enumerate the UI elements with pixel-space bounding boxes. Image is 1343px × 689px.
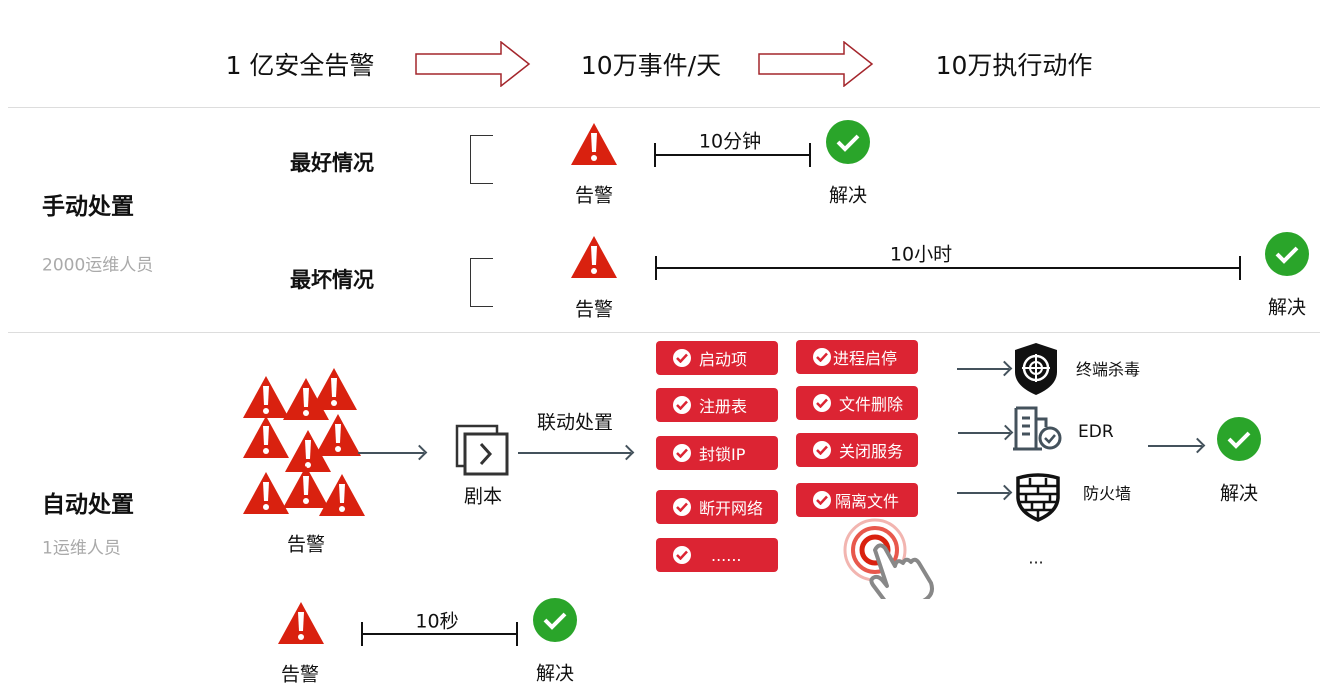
manual-staff: 2000运维人员 <box>42 255 154 276</box>
hand-click-icon <box>843 518 934 599</box>
warning-cluster <box>242 367 367 519</box>
arrow-icon <box>1148 445 1202 447</box>
check-icon <box>813 348 831 366</box>
playbook-icon <box>455 424 509 476</box>
resolved-label: 解决 <box>535 662 575 685</box>
resolved-label: 解决 <box>1267 296 1307 319</box>
check-circle-icon <box>1265 232 1309 276</box>
check-icon <box>673 498 691 516</box>
timeline <box>655 256 1241 280</box>
action-disconnect-network[interactable]: 断开网络 <box>656 490 778 524</box>
action-startup-items[interactable]: 启动项 <box>656 341 778 375</box>
resolved-label: 解决 <box>1219 482 1259 505</box>
bracket <box>470 258 493 307</box>
arrow-icon <box>957 492 1009 494</box>
check-icon <box>813 394 831 412</box>
antivirus-shield-icon <box>1015 343 1057 395</box>
alert-label: 告警 <box>574 184 614 207</box>
arrow-icon <box>358 452 424 454</box>
step-actions: 10万执行动作 <box>935 51 1093 80</box>
action-block-ip[interactable]: 封锁IP <box>656 436 778 470</box>
check-icon <box>673 396 691 414</box>
edr-server-icon <box>1013 406 1062 451</box>
action-label: 文件删除 <box>839 395 904 414</box>
action-label: ...... <box>711 545 742 565</box>
arrow-icon <box>957 368 1009 370</box>
divider <box>8 107 1320 108</box>
timeline <box>361 622 518 646</box>
check-circle-icon <box>826 120 870 164</box>
check-circle-icon <box>1217 417 1261 461</box>
more-targets: ... <box>1028 548 1044 568</box>
target-edr: EDR <box>1078 422 1114 442</box>
arrow-right-icon <box>758 41 874 87</box>
auto-title: 自动处置 <box>42 492 134 518</box>
divider <box>8 332 1320 333</box>
action-process-control[interactable]: 进程启停 <box>796 340 918 374</box>
action-label: 隔离文件 <box>835 492 900 511</box>
playbook-label: 剧本 <box>463 485 503 508</box>
auto-staff: 1运维人员 <box>42 538 121 559</box>
worst-case-label: 最坏情况 <box>290 268 374 292</box>
check-icon <box>813 441 831 459</box>
resolved-label: 解决 <box>828 184 868 207</box>
warning-icon <box>242 415 290 459</box>
warning-icon <box>310 367 358 411</box>
bracket <box>470 135 493 184</box>
best-case-label: 最好情况 <box>290 151 374 175</box>
linkage-label: 联动处置 <box>536 411 614 434</box>
check-icon <box>673 349 691 367</box>
action-registry[interactable]: 注册表 <box>656 388 778 422</box>
manual-title: 手动处置 <box>42 194 134 220</box>
check-icon <box>673 546 691 564</box>
alert-label: 告警 <box>574 298 614 321</box>
arrow-icon <box>958 432 1010 434</box>
alert-label: 告警 <box>280 663 320 686</box>
target-firewall: 防火墙 <box>1083 484 1132 503</box>
warning-icon <box>318 473 366 517</box>
action-label: 启动项 <box>699 350 748 369</box>
duration-label: 10分钟 <box>698 130 762 153</box>
duration-label: 10秒 <box>415 610 459 633</box>
arrow-icon <box>518 452 631 454</box>
check-circle-icon <box>533 598 577 642</box>
duration-label: 10小时 <box>889 243 953 266</box>
step-events: 10万事件/天 <box>580 51 722 80</box>
warning-icon <box>277 601 325 645</box>
action-label: 进程启停 <box>833 349 898 368</box>
check-icon <box>673 444 691 462</box>
timeline <box>654 143 811 167</box>
action-stop-service[interactable]: 关闭服务 <box>796 433 918 467</box>
action-label: 封锁IP <box>699 445 746 464</box>
arrow-right-icon <box>415 41 531 87</box>
target-antivirus: 终端杀毒 <box>1076 360 1141 379</box>
action-label: 断开网络 <box>699 499 764 518</box>
firewall-icon <box>1016 473 1060 522</box>
warning-icon <box>570 235 618 279</box>
action-quarantine-file[interactable]: 隔离文件 <box>796 483 918 517</box>
action-label: 注册表 <box>699 397 748 416</box>
alert-label: 告警 <box>286 533 326 556</box>
check-icon <box>813 491 831 509</box>
action-more[interactable]: ...... <box>656 538 778 572</box>
step-alerts: 1 亿安全告警 <box>225 51 375 80</box>
warning-icon <box>570 122 618 166</box>
action-file-delete[interactable]: 文件删除 <box>796 386 918 420</box>
action-label: 关闭服务 <box>839 442 904 461</box>
